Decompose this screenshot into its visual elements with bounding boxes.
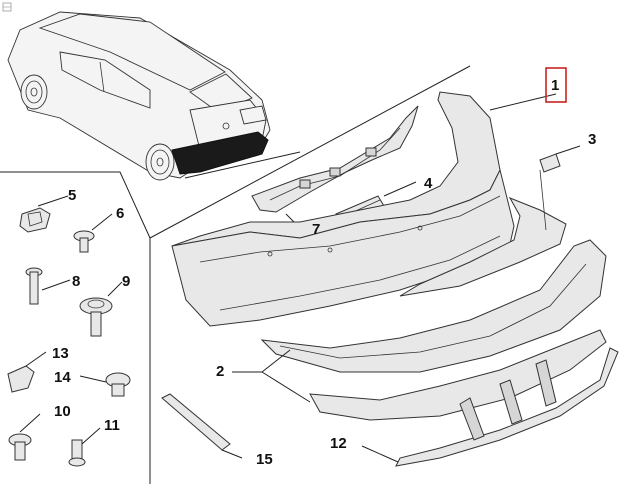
callout-15[interactable]: 15 [256,451,273,468]
callout-3[interactable]: 3 [588,131,596,148]
callout-7[interactable]: 7 [312,221,320,238]
part-valance [399,169,567,297]
callout-4[interactable]: 4 [424,175,433,192]
part-3-tab [539,145,581,173]
car-rear-bumper-highlight [171,131,269,175]
part-10-screw [8,413,41,461]
callout-9[interactable]: 9 [122,273,130,290]
callout-5[interactable]: 5 [68,187,76,204]
rear-wheel [145,143,175,181]
callout-6[interactable]: 6 [116,205,124,222]
front-wheel [20,74,48,110]
callout-11[interactable]: 11 [104,417,120,434]
car-illustration [7,11,271,181]
part-11-clip-pin [68,427,101,467]
part-14-push-pin [79,372,131,397]
callout-1[interactable]: 1 [551,77,559,94]
part-15-strip [161,393,243,459]
part-1-rear-bumper-cover [171,91,557,327]
part-9-screw-washer [79,281,123,337]
part-5-clip [19,195,69,233]
part-13-clip-nut [7,351,47,393]
fastener-panel [7,195,131,467]
part-8-rivet [25,267,71,305]
callout-8[interactable]: 8 [72,273,80,290]
callout-14[interactable]: 14 [54,369,71,386]
callout-1-highlight-box [545,67,567,103]
part-7-bracket [251,105,419,229]
part-6-screw [73,213,113,253]
callout-2[interactable]: 2 [216,363,224,380]
part-12-diffuser [361,347,619,467]
callout-13[interactable]: 13 [52,345,69,362]
frame-lines [0,65,471,484]
callout-10[interactable]: 10 [54,403,71,420]
callout-12[interactable]: 12 [330,435,347,452]
corner-mark-icon [2,2,12,12]
